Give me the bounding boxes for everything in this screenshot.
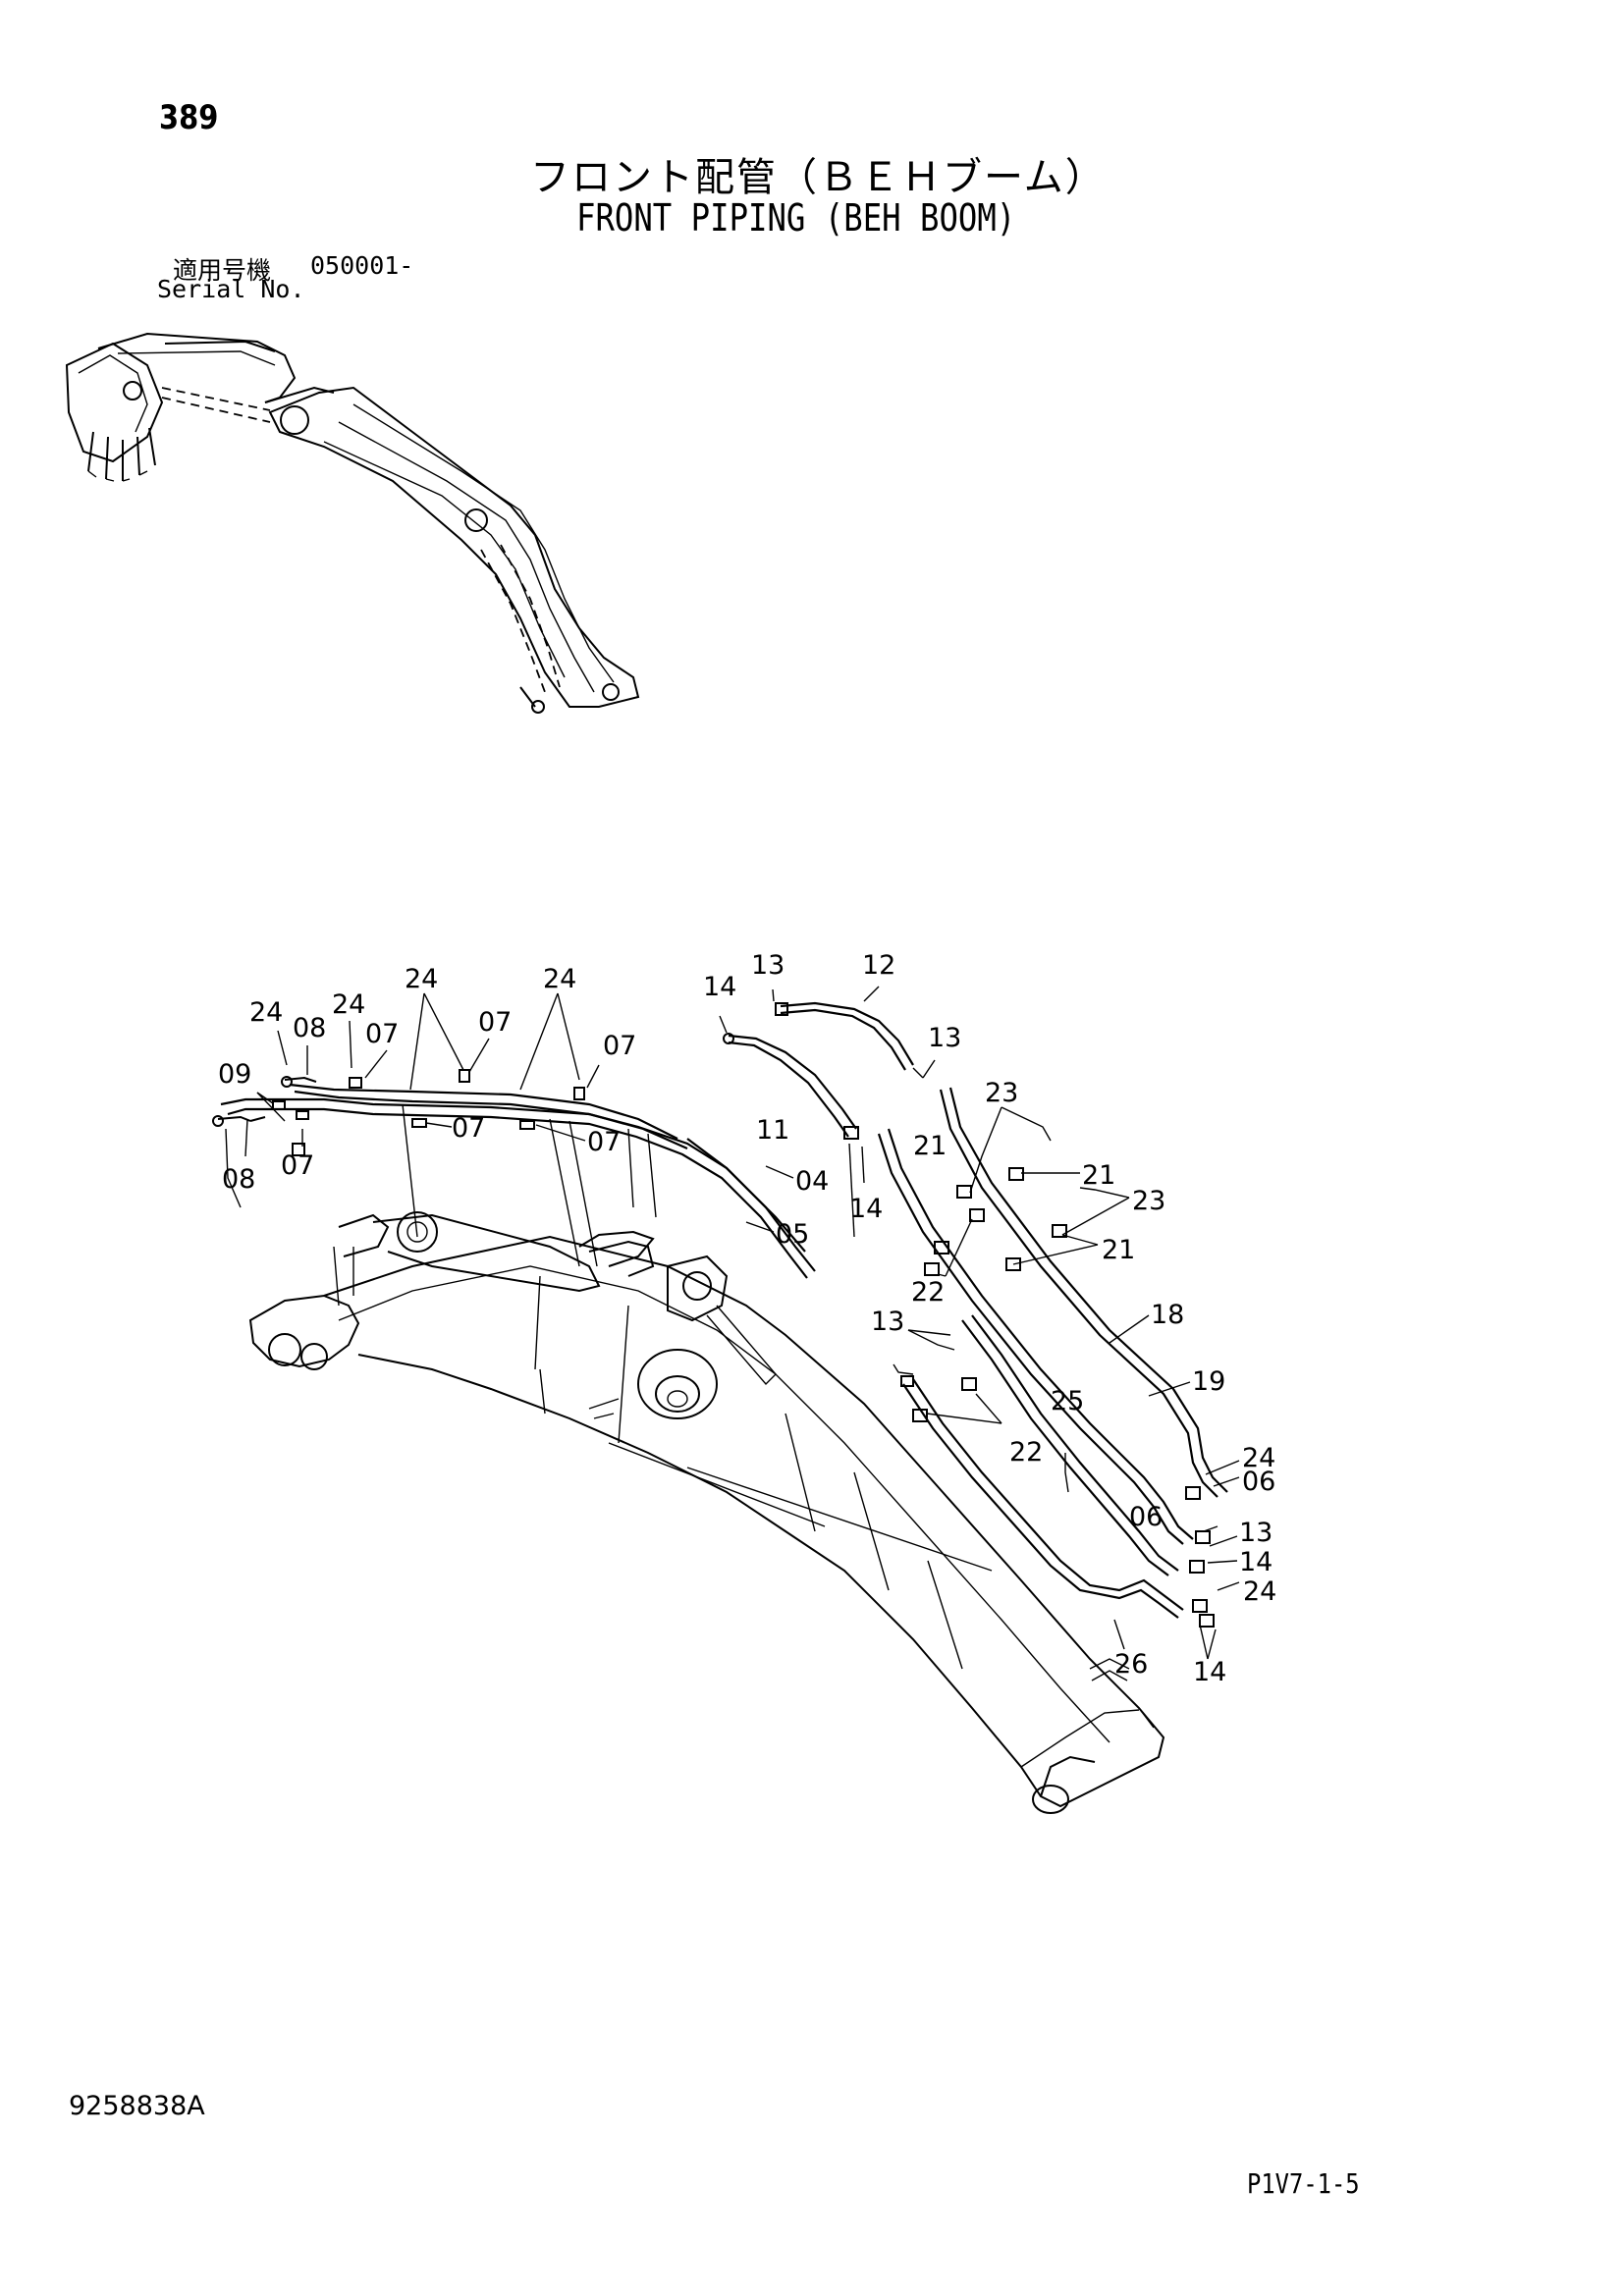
callout-13: 13	[751, 950, 785, 981]
callout-07: 07	[365, 1019, 399, 1049]
callout-24: 24	[405, 964, 438, 994]
page-number: 389	[159, 98, 219, 137]
callout-13: 13	[1239, 1518, 1272, 1548]
callout-19: 19	[1192, 1366, 1225, 1397]
boom-structure	[248, 1235, 1165, 1814]
callout-23: 23	[985, 1078, 1018, 1108]
boom-cylinder-mount	[333, 1211, 777, 1386]
callout-14: 14	[703, 972, 736, 1002]
overview-bucket	[65, 342, 164, 482]
leader-lines	[244, 986, 1240, 1660]
callout-08: 08	[222, 1164, 255, 1195]
callout-24: 24	[543, 964, 576, 994]
hoses-04-05	[220, 1083, 816, 1279]
callout-06: 06	[1129, 1502, 1163, 1532]
callout-13: 13	[871, 1307, 904, 1337]
title-japanese: フロント配管（ＢＥＨブーム）	[530, 155, 1107, 200]
callout-14: 14	[1193, 1657, 1226, 1687]
callout-07: 07	[603, 1031, 636, 1061]
callout-07: 07	[587, 1127, 621, 1157]
callout-18: 18	[1151, 1300, 1184, 1330]
callout-13: 13	[928, 1023, 961, 1053]
drawing-number: 9258838A	[69, 2091, 205, 2121]
pipes-18-19-25-26	[877, 1087, 1228, 1628]
callout-22: 22	[911, 1277, 945, 1308]
callout-26: 26	[1114, 1649, 1148, 1680]
callout-21: 21	[1102, 1235, 1135, 1265]
callout-09: 09	[218, 1059, 251, 1090]
callout-08: 08	[293, 1013, 326, 1043]
callout-21: 21	[913, 1131, 947, 1161]
callout-24: 24	[1243, 1576, 1276, 1607]
overview-boom-cylinder	[480, 544, 561, 714]
callout-05: 05	[776, 1219, 809, 1250]
callout-06: 06	[1242, 1467, 1275, 1497]
callout-21: 21	[1082, 1160, 1115, 1191]
callout-14: 14	[1239, 1547, 1272, 1577]
callout-11: 11	[756, 1115, 789, 1146]
overview-boom	[268, 386, 640, 708]
page-code: P1V7-1-5	[1247, 2167, 1360, 2200]
hose-11	[723, 1033, 859, 1238]
callout-24: 24	[332, 989, 365, 1020]
clamps-21-22	[900, 1167, 1067, 1422]
serial-label-english: Serial No.	[157, 275, 305, 303]
serial-label-japanese: 適用号機	[173, 256, 272, 285]
callout-14: 14	[849, 1194, 883, 1224]
fittings-left	[212, 1069, 585, 1156]
callout-07: 07	[281, 1150, 314, 1181]
hose-12	[775, 1001, 924, 1079]
boom-foot-pin-area	[588, 1349, 718, 1419]
callout-23: 23	[1132, 1186, 1165, 1216]
callout-24: 24	[1242, 1443, 1275, 1473]
callout-04: 04	[795, 1166, 829, 1197]
callout-07: 07	[478, 1007, 512, 1038]
callout-numbers: 24 08 24 07 24 07 24 07 09 07 07 08 07 1…	[218, 950, 1276, 1687]
callout-22: 22	[1009, 1437, 1043, 1468]
callout-12: 12	[862, 950, 895, 981]
serial-range: 050001-	[310, 251, 414, 280]
callout-07: 07	[452, 1113, 485, 1144]
title-english: FRONT PIPING (BEH BOOM)	[576, 196, 1016, 240]
callout-24: 24	[249, 997, 283, 1028]
callout-25: 25	[1051, 1386, 1084, 1416]
